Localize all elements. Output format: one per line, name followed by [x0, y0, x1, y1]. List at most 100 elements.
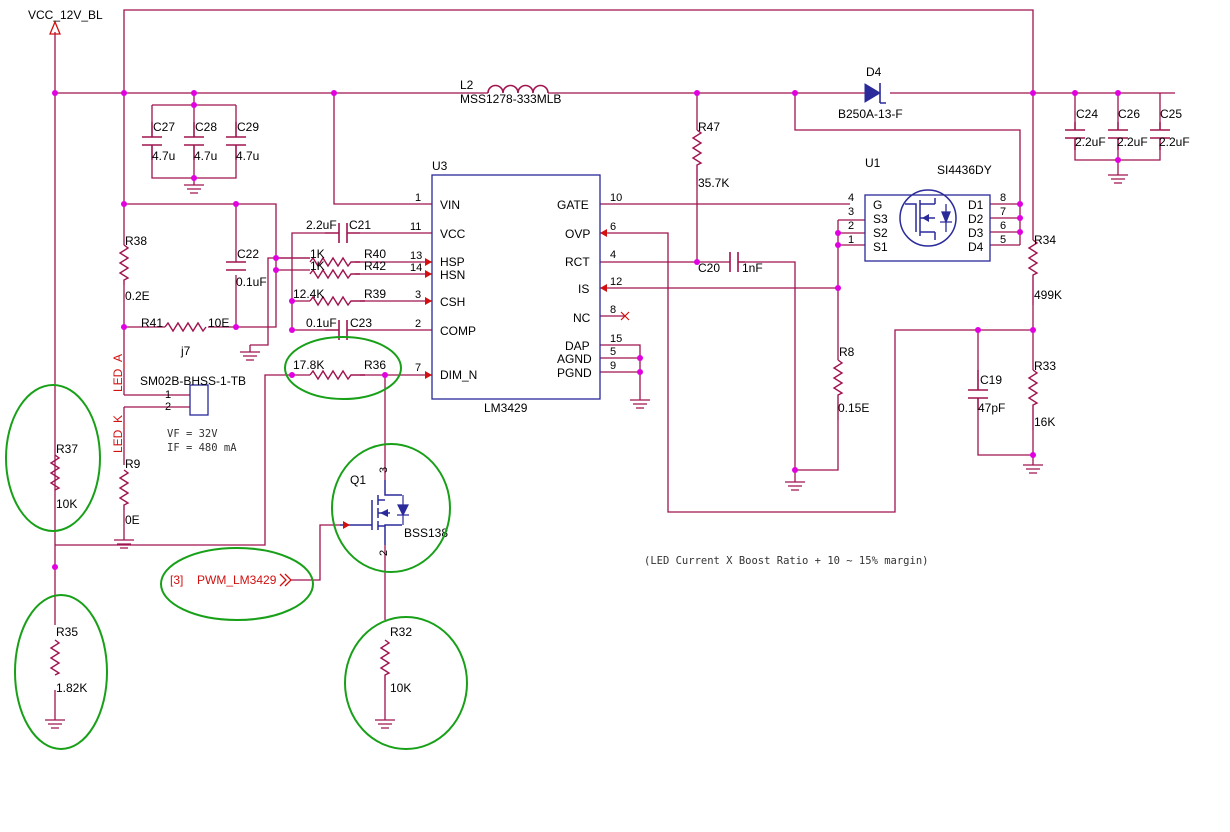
- c19-value: 47pF: [978, 401, 1005, 415]
- ic-u3: U3 LM3429 1 VIN 11 VCC 13 HSP 14 HSN 3 C…: [410, 159, 630, 415]
- u1-pin-name: S2: [873, 226, 888, 240]
- u1-pins: 4 G 3 S3 2 S2 1 S1 D1 8 D2 7 D3 6 D4 5: [848, 192, 1006, 254]
- r47-value: 35.7K: [698, 176, 729, 190]
- u3-pin-num: 5: [610, 346, 616, 358]
- c29-value: 4.7u: [236, 149, 259, 163]
- cap-c24: C24 2.2uF: [1065, 107, 1106, 150]
- j7-pin1: 1: [165, 389, 171, 401]
- r35-ref: R35: [56, 625, 78, 639]
- junctions: [52, 90, 1121, 570]
- res-r41: R41 10E: [141, 316, 229, 333]
- u3-pin-num: 3: [415, 289, 421, 301]
- highlight-r35: [14, 594, 108, 750]
- r37-value: 10K: [56, 497, 77, 511]
- c27-value: 4.7u: [152, 149, 175, 163]
- r34-ref: R34: [1034, 233, 1056, 247]
- u3-pin-name: HSN: [440, 268, 465, 282]
- r8-value: 0.15E: [838, 401, 869, 415]
- cap-c27: C27 4.7u: [142, 120, 175, 163]
- c22-ref: C22: [237, 247, 259, 261]
- c26-value: 2.2uF: [1117, 135, 1148, 149]
- u1-pin-num: 5: [1000, 234, 1006, 246]
- u3-pin-num: 4: [610, 249, 616, 261]
- transistor-q1: Q1 BSS138 3 2: [340, 467, 448, 556]
- c27-ref: C27: [153, 120, 175, 134]
- r38-value: 0.2E: [125, 289, 150, 303]
- u3-left-pins: 1 VIN 11 VCC 13 HSP 14 HSN 3 CSH 2 COMP …: [410, 192, 477, 382]
- led-k-label: LED_K: [111, 415, 125, 453]
- ground-icon: [785, 481, 805, 491]
- q1-drain-pin: 3: [378, 467, 390, 473]
- u3-pin-name: CSH: [440, 295, 465, 309]
- u3-pin-name: VCC: [440, 227, 466, 241]
- u1-value: SI4436DY: [937, 163, 992, 177]
- ground-icon: [375, 719, 395, 729]
- u3-pin-name: HSP: [440, 255, 465, 269]
- u3-pin-num: 7: [415, 362, 421, 374]
- cap-c22: C22 0.1uF: [226, 247, 267, 289]
- pwm-net[interactable]: [3] PWM_LM3429: [170, 573, 292, 587]
- d4-value: B250A-13-F: [838, 107, 903, 121]
- c24-ref: C24: [1076, 107, 1098, 121]
- l2-ref: L2: [460, 78, 474, 92]
- c20-ref: C20: [698, 261, 720, 275]
- highlight-r36: [284, 336, 402, 400]
- q1-value: BSS138: [404, 526, 448, 540]
- u3-pin-name: NC: [573, 311, 591, 325]
- highlight-ellipses: [5, 336, 468, 750]
- res-r35: R35 1.82K: [49, 625, 87, 695]
- input-arrows: [425, 229, 607, 379]
- u1-pin-num: 7: [1000, 206, 1006, 218]
- res-r39: 12.4K R39: [293, 287, 386, 307]
- u3-pin-num: 15: [610, 333, 622, 345]
- u3-pin-name: DAP: [565, 339, 590, 353]
- r39-value: 12.4K: [293, 287, 324, 301]
- u3-pin-num: 9: [610, 360, 616, 372]
- u3-pin-name: COMP: [440, 324, 476, 338]
- cap-c29: C29 4.7u: [226, 120, 259, 163]
- u3-pin-name: IS: [578, 282, 589, 296]
- highlight-pwm: [160, 547, 314, 621]
- r47-ref: R47: [698, 120, 720, 134]
- pwm-net-label: PWM_LM3429: [197, 573, 277, 587]
- c28-ref: C28: [195, 120, 217, 134]
- u1-pin-name: D1: [968, 198, 984, 212]
- c28-value: 4.7u: [194, 149, 217, 163]
- ground-icon: [240, 351, 260, 361]
- res-r32: R32 10K: [379, 625, 412, 695]
- u3-pin-num: 11: [410, 221, 421, 233]
- highlight-q1: [331, 443, 451, 573]
- res-r8: R8 0.15E: [832, 345, 869, 420]
- cap-c26: C26 2.2uF: [1108, 107, 1148, 150]
- r37-ref: R37: [56, 442, 78, 456]
- res-r33: R33 16K: [1027, 359, 1056, 430]
- j7-note-if: IF = 480 mA: [167, 442, 237, 454]
- design-note: (LED Current X Boost Ratio + 10 ~ 15% ma…: [644, 555, 928, 567]
- r33-ref: R33: [1034, 359, 1056, 373]
- u1-pin-num: 8: [1000, 192, 1006, 204]
- ground-icon: [184, 184, 204, 194]
- ground-icon: [630, 399, 650, 409]
- r32-value: 10K: [390, 681, 411, 695]
- u1-pin-num: 1: [848, 234, 854, 246]
- r33-value: 16K: [1034, 415, 1055, 429]
- res-r37: R37 10K: [49, 442, 78, 511]
- ground-icon: [1108, 174, 1128, 184]
- q1-source-pin: 2: [378, 550, 390, 556]
- j7-value: SM02B-BHSS-1-TB: [140, 374, 246, 388]
- u3-pin-name: OVP: [565, 227, 590, 241]
- c21-value: 2.2uF: [306, 218, 337, 232]
- u1-pin-name: S1: [873, 240, 888, 254]
- q1-ref: Q1: [350, 473, 366, 487]
- mosfet-icon: [899, 189, 957, 247]
- u3-pin-name: PGND: [557, 366, 592, 380]
- c22-value: 0.1uF: [236, 275, 267, 289]
- chevron-right-icon: [279, 573, 292, 587]
- cap-c23: 0.1uF C23: [306, 316, 372, 340]
- u1-pin-num: 3: [848, 206, 854, 218]
- u1-pin-num: 2: [848, 220, 854, 232]
- ground-icon: [1023, 464, 1043, 474]
- c23-value: 0.1uF: [306, 316, 337, 330]
- u1-pin-name: D4: [968, 240, 984, 254]
